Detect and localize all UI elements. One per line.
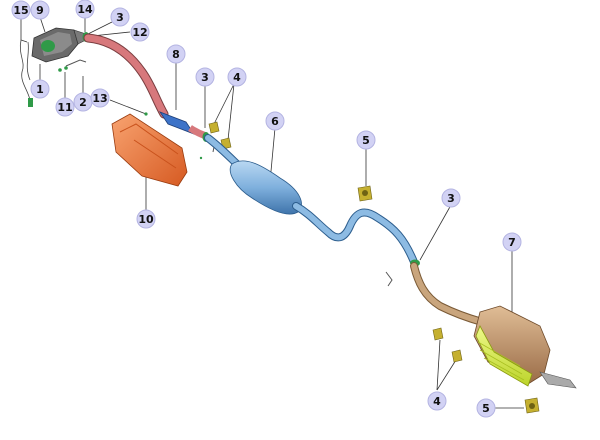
catalytic-converter (31, 27, 87, 63)
rear-muffler (473, 305, 577, 389)
callouts: 15 9 14 3 12 8 3 4 6 1 11 2 13 5 10 3 7 … (11, 0, 522, 418)
fasteners (58, 66, 203, 160)
callout-3[interactable]: 3 (110, 7, 130, 27)
callout-label: 11 (57, 101, 72, 114)
callout-10[interactable]: 10 (136, 209, 156, 229)
tailpipe (539, 371, 577, 389)
callout-circle (90, 88, 110, 108)
callout-circle (11, 0, 31, 20)
callout-9[interactable]: 9 (30, 0, 50, 20)
callout-label: 5 (482, 402, 490, 415)
callout-7[interactable]: 7 (502, 232, 522, 252)
callout-circle (427, 391, 447, 411)
callout-circle (130, 22, 150, 42)
callout-15[interactable]: 15 (11, 0, 31, 20)
callout-circle (30, 79, 50, 99)
callout-11[interactable]: 11 (55, 97, 75, 117)
callout-5[interactable]: 5 (356, 130, 376, 150)
leader-lines (20, 16, 524, 409)
callout-label: 3 (116, 11, 124, 24)
callout-label: 3 (201, 71, 209, 84)
rubber-mount (451, 349, 463, 363)
callout-circle (502, 232, 522, 252)
callout-label: 14 (77, 3, 93, 16)
callout-circle (265, 111, 285, 131)
rear-pipe (411, 263, 485, 325)
callout-circle (476, 398, 496, 418)
callout-circle (195, 67, 215, 87)
callout-label: 6 (271, 115, 279, 128)
callout-3[interactable]: 3 (441, 188, 461, 208)
callout-13[interactable]: 13 (90, 88, 110, 108)
callout-circle (30, 0, 50, 20)
front-pipe (84, 34, 168, 118)
hanger-hole (529, 403, 535, 409)
callout-circle (441, 188, 461, 208)
middle-pipe (293, 203, 417, 265)
callout-12[interactable]: 12 (130, 22, 150, 42)
callout-2[interactable]: 2 (73, 92, 93, 112)
callout-label: 7 (508, 236, 516, 249)
callout-label: 5 (362, 134, 370, 147)
callout-circle (356, 130, 376, 150)
callout-label: 15 (13, 4, 28, 17)
callout-label: 9 (36, 4, 44, 17)
callout-label: 3 (447, 192, 455, 205)
hanger-hole (362, 190, 368, 196)
callout-circle (110, 7, 130, 27)
callout-14[interactable]: 14 (75, 0, 95, 19)
muffler-heat-shield (475, 325, 533, 387)
callout-label: 12 (132, 26, 147, 39)
callout-label: 4 (433, 395, 441, 408)
callout-circle (55, 97, 75, 117)
callout-label: 1 (36, 83, 44, 96)
callout-5[interactable]: 5 (476, 398, 496, 418)
callout-circle (75, 0, 95, 19)
callout-label: 4 (233, 71, 241, 84)
callout-1[interactable]: 1 (30, 79, 50, 99)
callout-label: 2 (79, 96, 87, 109)
heat-shield (111, 113, 188, 187)
callout-circle (227, 67, 247, 87)
callout-label: 10 (138, 213, 154, 226)
callout-circle (166, 44, 186, 64)
callout-label: 13 (92, 92, 107, 105)
wiring-harness (19, 39, 31, 101)
middle-silencer (229, 160, 302, 215)
callout-4[interactable]: 4 (227, 67, 247, 87)
callout-label: 8 (172, 48, 180, 61)
callout-circle (136, 209, 156, 229)
callout-3[interactable]: 3 (195, 67, 215, 87)
callout-8[interactable]: 8 (166, 44, 186, 64)
callout-6[interactable]: 6 (265, 111, 285, 131)
oxygen-sensor (28, 98, 33, 107)
rubber-mount (432, 327, 444, 341)
callout-4[interactable]: 4 (427, 391, 447, 411)
rubber-mount (208, 121, 220, 134)
